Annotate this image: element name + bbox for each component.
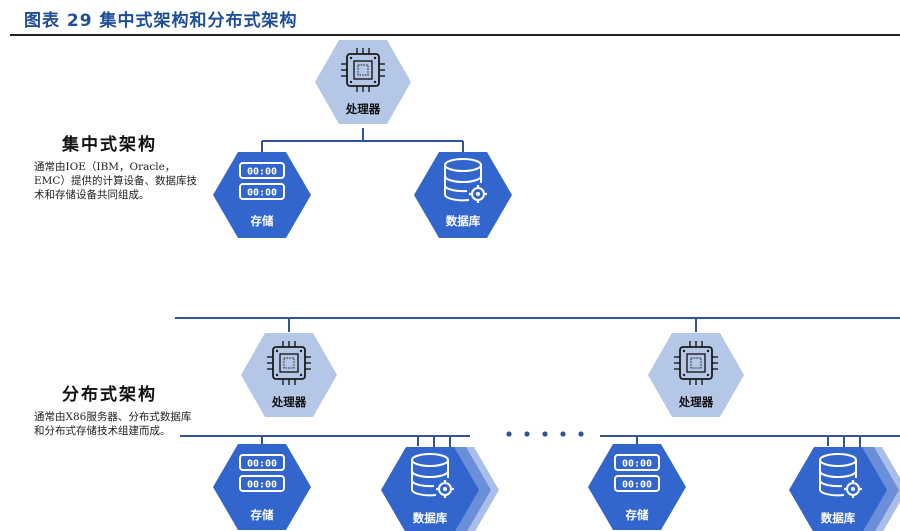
database-label: 数据库 — [413, 511, 448, 525]
distributed-right-storage-node: 存储 — [588, 444, 686, 530]
processor-label: 处理器 — [345, 102, 381, 116]
title-rule — [10, 34, 900, 36]
database-label: 数据库 — [821, 511, 856, 525]
distributed-right-database-node: 数据库 — [789, 447, 900, 531]
figure-title: 图表 29 集中式架构和分布式架构 — [24, 11, 298, 31]
processor-label: 处理器 — [271, 395, 307, 409]
distributed-left-database-node: 数据库 — [381, 447, 499, 531]
storage-label: 存储 — [251, 214, 274, 228]
distributed-left-processor-node: 处理器 — [241, 333, 337, 417]
centralized-database-node: 数据库 — [414, 152, 512, 238]
database-label: 数据库 — [446, 214, 481, 228]
centralized-heading: 集中式架构 — [62, 135, 157, 155]
distributed-heading: 分布式架构 — [62, 385, 157, 405]
distributed-description: 通常由X86服务器、分布式数据库和分布式存储技术组建而成。 — [34, 411, 192, 437]
centralized-storage-node: 存储 — [213, 152, 311, 238]
centralized-processor-node: 处理器 — [315, 40, 411, 124]
centralized-description: 通常由IOE（IBM，Oracle，EMC）提供的计算设备、数据库技术和存储设备… — [34, 161, 197, 201]
storage-label: 存储 — [251, 508, 274, 522]
centralized-connectors — [261, 128, 464, 152]
distributed-right-processor-node: 处理器 — [648, 333, 744, 417]
distributed-left-storage-node: 存储 — [213, 444, 311, 530]
ellipsis-dots — [506, 431, 584, 437]
processor-label: 处理器 — [678, 395, 714, 409]
storage-label: 存储 — [626, 508, 649, 522]
